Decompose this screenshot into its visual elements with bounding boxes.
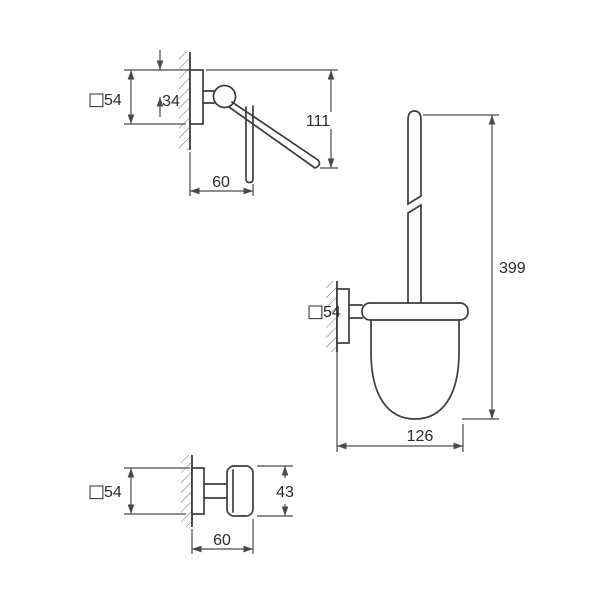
dim-label-mask bbox=[302, 112, 333, 129]
pivot-circle bbox=[212, 84, 237, 109]
square-symbol-icon: □ bbox=[88, 481, 105, 502]
brush-tumbler bbox=[370, 319, 460, 420]
dim-hook-height-label: 43 bbox=[276, 484, 294, 501]
dim-projection-label: 60 bbox=[213, 532, 231, 549]
mounting-plate bbox=[189, 69, 204, 125]
figure-hook: □ 54 43 60 bbox=[88, 455, 294, 554]
holder-bar bbox=[245, 105, 254, 184]
paper-flap bbox=[228, 101, 321, 169]
square-symbol-icon: □ bbox=[88, 89, 105, 110]
wall-hatch bbox=[179, 52, 190, 150]
dim-height-label: 399 bbox=[499, 260, 526, 277]
dim-plate-size-label: 54 bbox=[323, 304, 341, 321]
figure-brush-set: □ 54 399 126 bbox=[307, 110, 526, 452]
wall-hatch bbox=[181, 455, 192, 527]
mounting-plate bbox=[336, 288, 350, 344]
square-symbol-icon: □ bbox=[307, 301, 324, 322]
dim-height-label: 111 bbox=[306, 113, 330, 130]
holder-ring bbox=[361, 302, 469, 321]
dim-projection-label: 60 bbox=[212, 174, 230, 191]
figure-paper-holder: □ 54 34 111 60 bbox=[88, 50, 338, 196]
wall-hatch bbox=[326, 281, 337, 352]
brush-handle-lower bbox=[407, 203, 422, 304]
mounting-plate bbox=[191, 467, 205, 515]
dim-arm-offset-label: 34 bbox=[162, 93, 180, 110]
dim-projection-label: 126 bbox=[407, 428, 434, 445]
dim-plate-size-label: 54 bbox=[104, 484, 122, 501]
hook-head bbox=[226, 465, 254, 517]
brush-handle-upper bbox=[407, 110, 422, 206]
dim-plate-size-label: 54 bbox=[104, 92, 122, 109]
